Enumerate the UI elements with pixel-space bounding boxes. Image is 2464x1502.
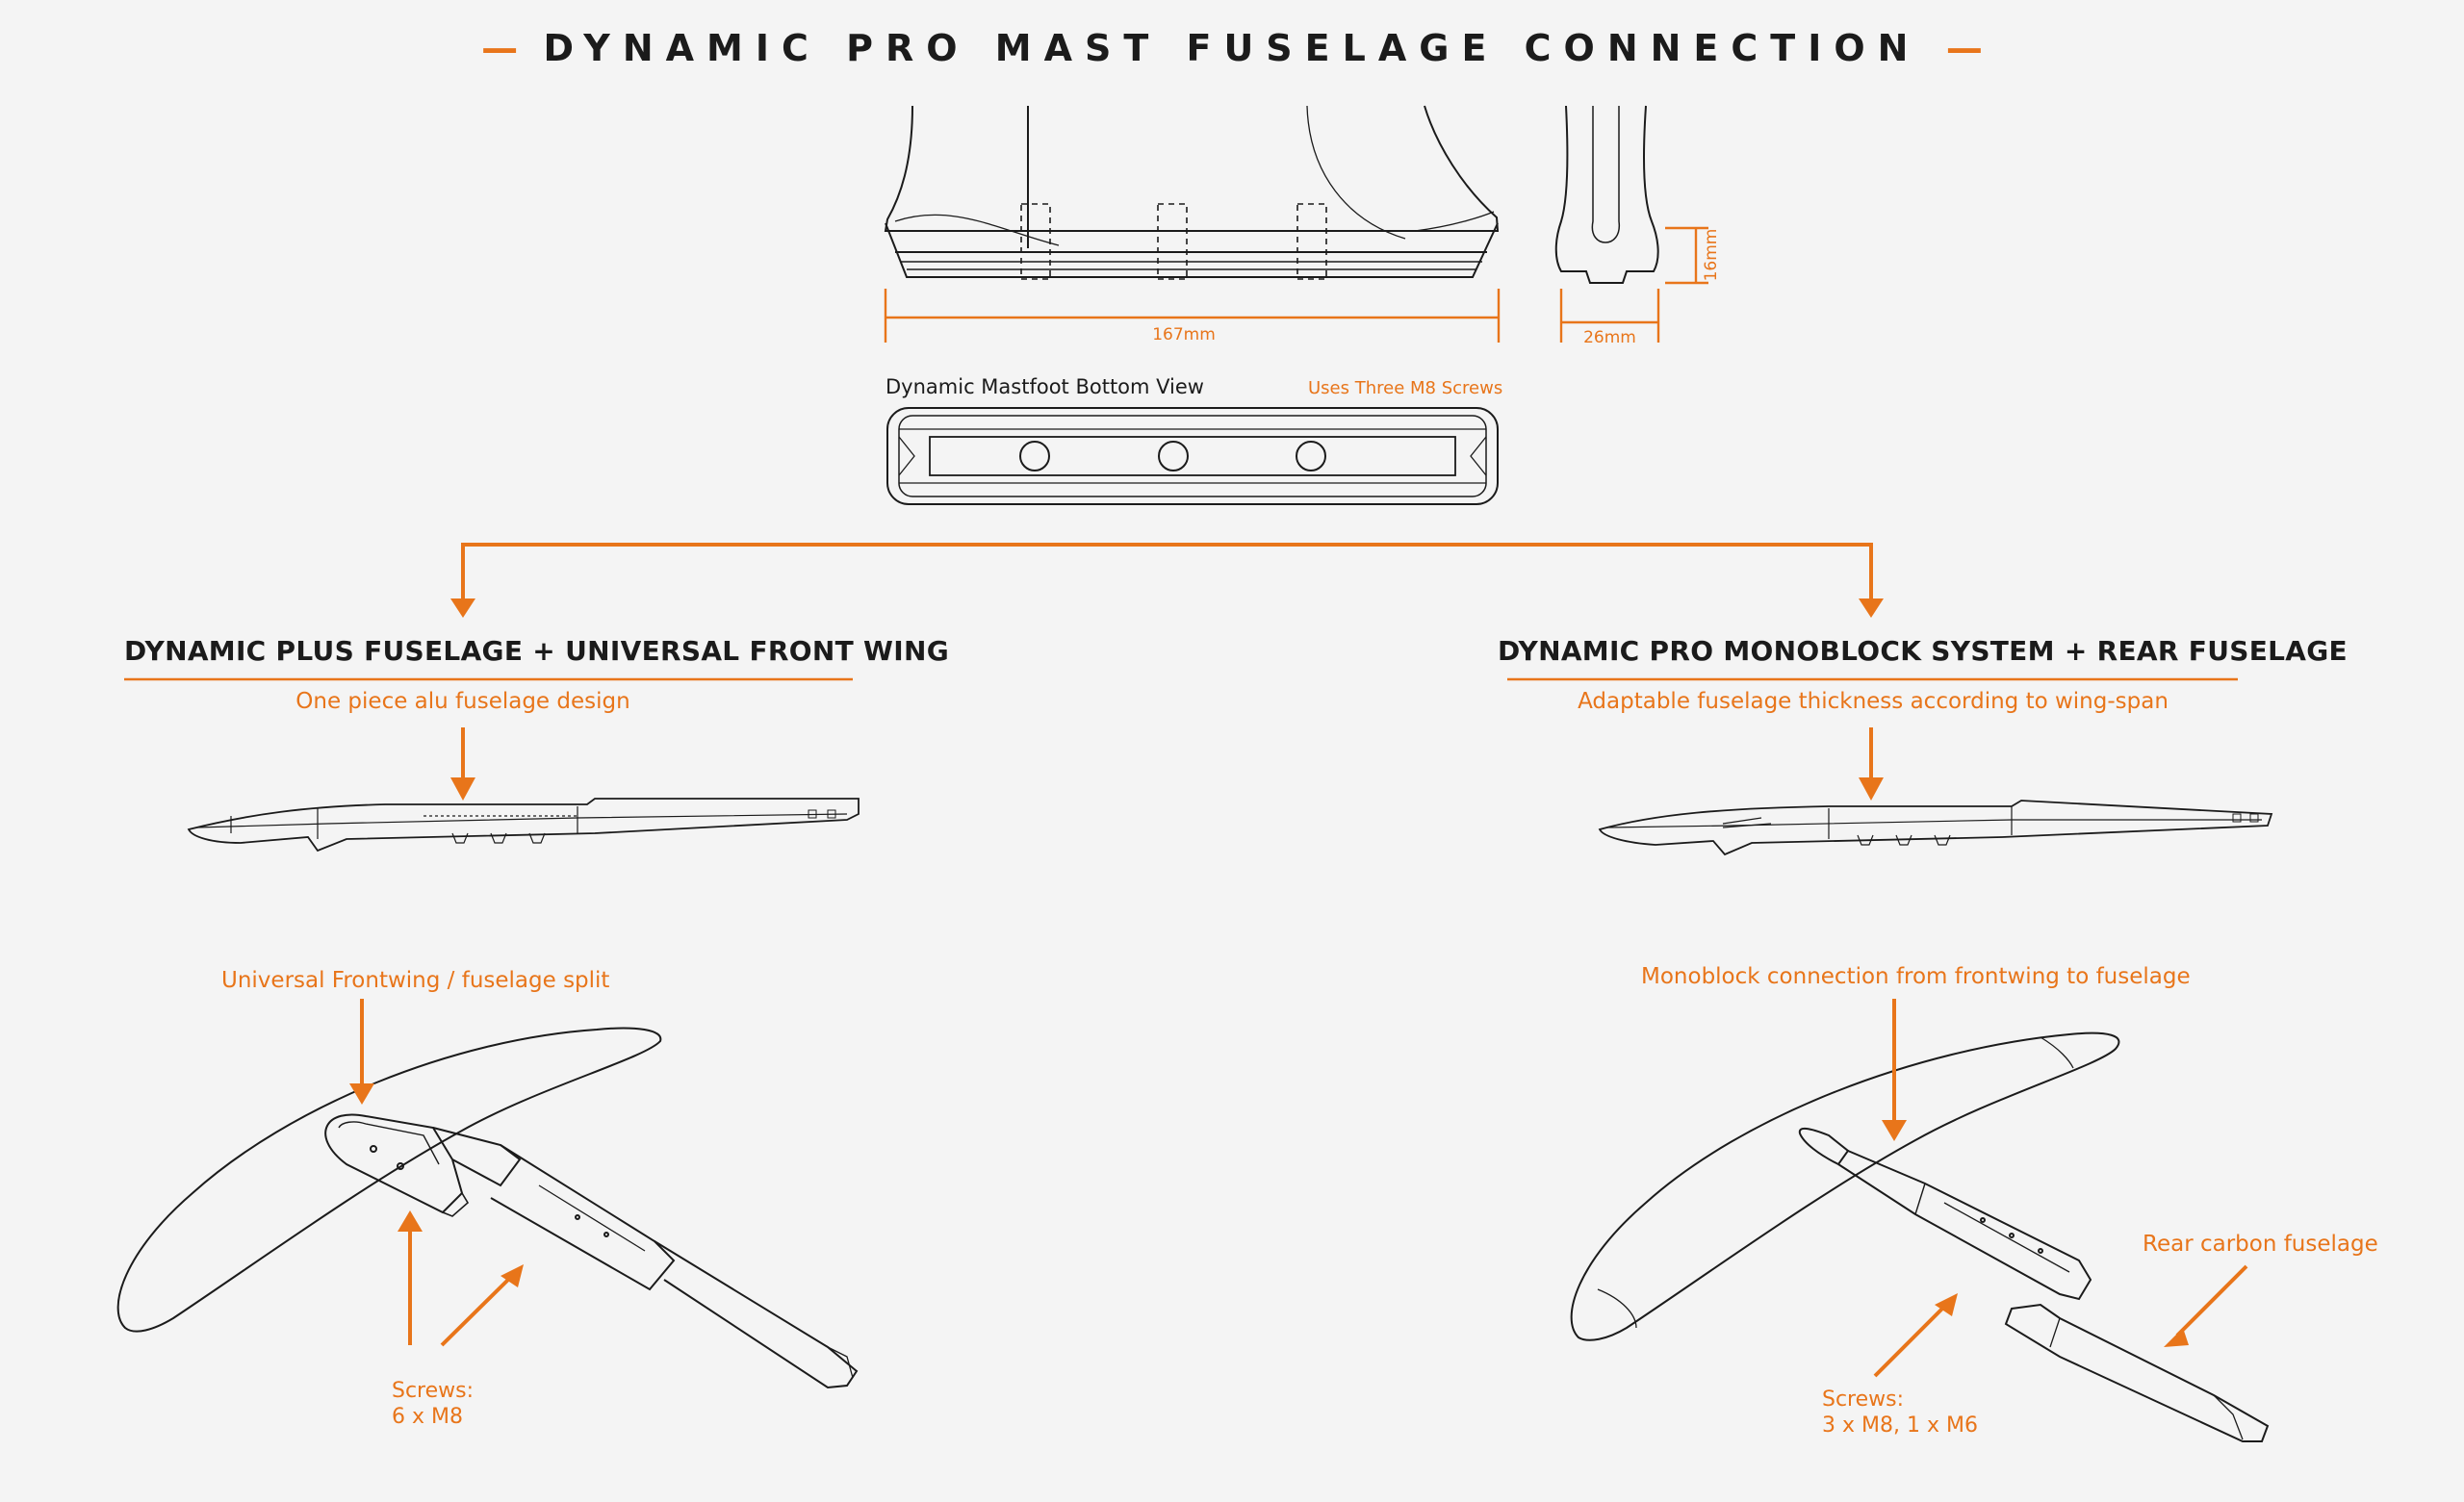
height-dimension-label: 16mm — [1702, 228, 1721, 282]
rear-fuselage-label: Rear carbon fuselage — [2143, 1232, 2378, 1257]
right-screws: Screws: 3 x M8, 1 x M6 — [1822, 1387, 1978, 1438]
page-title: — DYNAMIC PRO MAST FUSELAGE CONNECTION — — [481, 27, 1983, 69]
left-foil-perspective — [116, 1027, 859, 1389]
arrow-up-icon — [398, 1210, 423, 1232]
title-dash-icon: — — [481, 27, 544, 69]
arrow-down-icon — [1859, 598, 1884, 618]
arrow-down-left-icon — [2164, 1328, 2189, 1347]
depth-dimension-label: 26mm — [1583, 328, 1636, 347]
width-dimension-label: 167mm — [1152, 325, 1216, 344]
right-section-subheading: Adaptable fuselage thickness according t… — [1578, 689, 2169, 714]
mastfoot-bottom-view — [886, 407, 1499, 505]
mast-end-view — [1554, 105, 1659, 284]
arrow-down-icon — [450, 598, 475, 618]
arrow-down-icon — [1882, 1120, 1907, 1141]
arrow-up-right-icon — [500, 1264, 524, 1287]
left-screws-label: Screws: — [392, 1379, 475, 1403]
screw-hole-icon — [1296, 441, 1326, 471]
right-foil-perspective — [1570, 1031, 2270, 1442]
right-screws-label: Screws: — [1822, 1387, 1905, 1412]
right-screws-value: 3 x M8, 1 x M6 — [1822, 1413, 1978, 1438]
left-screws-value: 6 x M8 — [392, 1405, 463, 1429]
left-section-heading: DYNAMIC PLUS FUSELAGE + UNIVERSAL FRONT … — [124, 635, 949, 667]
mastfoot-screws-note: Uses Three M8 Screws — [1308, 378, 1503, 398]
right-section-heading: DYNAMIC PRO MONOBLOCK SYSTEM + REAR FUSE… — [1498, 635, 2348, 667]
arrow-down-icon — [1859, 777, 1884, 801]
branch-connector — [461, 543, 1873, 608]
right-fuselage-side-view — [1598, 800, 2273, 856]
left-callout: Universal Frontwing / fuselage split — [221, 968, 610, 993]
dimension-lines — [884, 226, 1708, 343]
left-screws: Screws: 6 x M8 — [392, 1378, 474, 1430]
arrow-down-icon — [450, 777, 475, 801]
title-dash-icon: — — [1920, 27, 1983, 69]
arrow-up-right-icon — [1935, 1293, 1958, 1316]
screw-hole-icon — [1019, 441, 1050, 471]
right-callout: Monoblock connection from frontwing to f… — [1641, 964, 2191, 989]
mast-side-view — [884, 105, 1500, 280]
arrow-down-icon — [349, 1083, 374, 1105]
left-section-subheading: One piece alu fuselage design — [295, 689, 630, 714]
screw-hole-icon — [1158, 441, 1189, 471]
mastfoot-label: Dynamic Mastfoot Bottom View — [886, 375, 1204, 398]
left-fuselage-side-view — [187, 798, 860, 853]
